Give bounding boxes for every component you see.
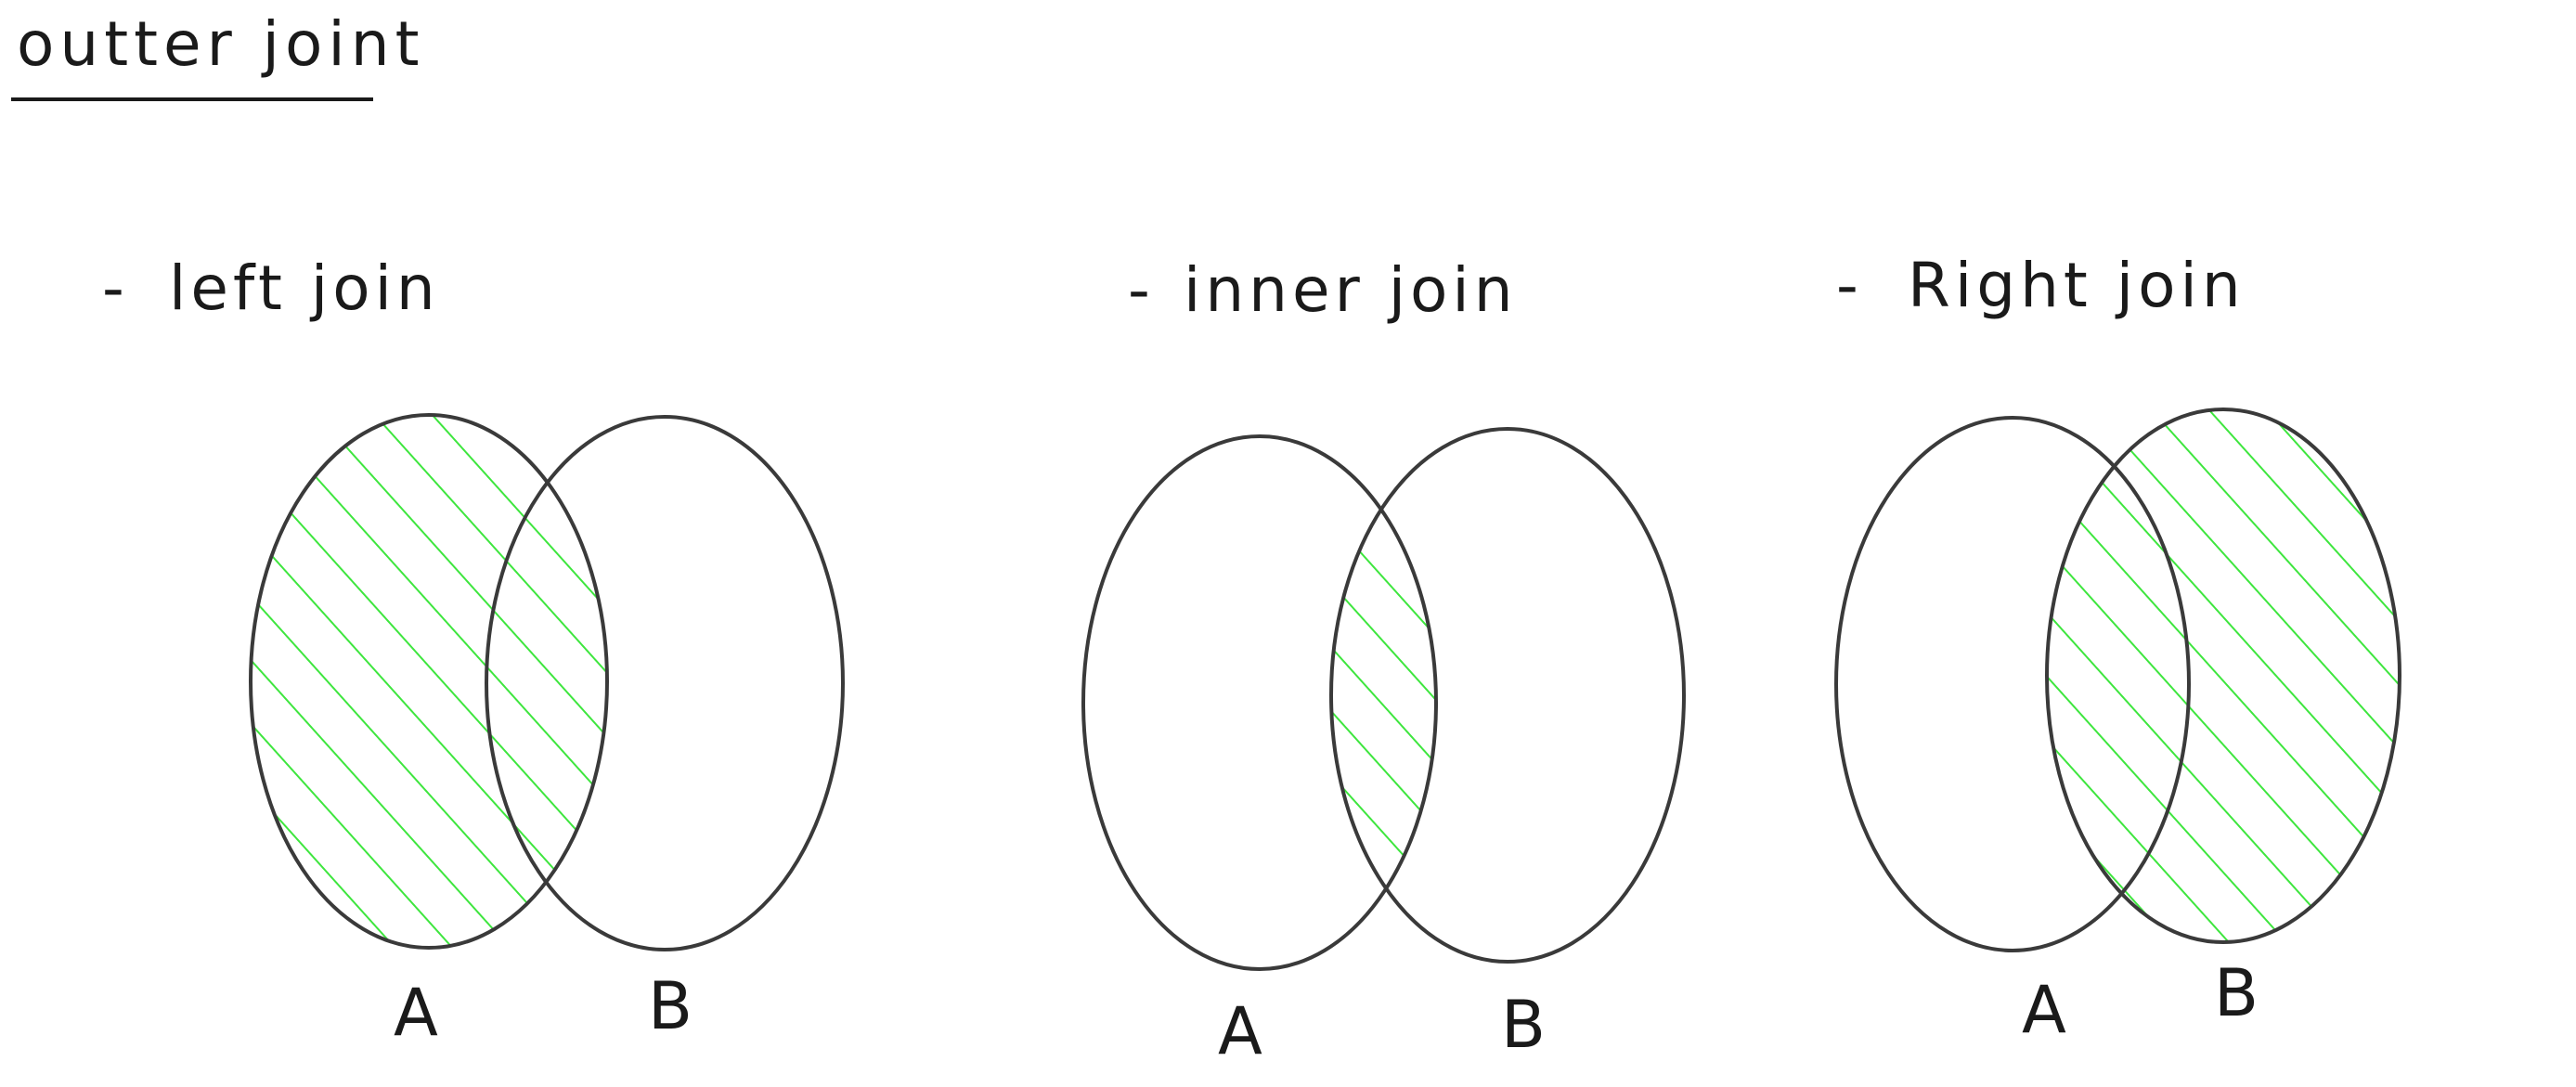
page-title: outter joint [17,8,424,80]
right-join-set-b-circle [2045,408,2401,944]
page-title-group: outter joint [11,8,424,101]
inner-join-set-a-circle [1081,434,1438,971]
right-join-set-a-circle [1834,416,2191,952]
inner-join-set-b-circle [1329,427,1686,964]
left-join-shaded-region [251,415,607,948]
right-join-heading: Right join [1908,250,2246,321]
right-join-label-a: A [2022,972,2066,1048]
inner-join-label-a: A [1218,993,1262,1069]
inner-join-label-b: B [1501,987,1546,1063]
left-join-heading: left join [169,252,440,324]
inner-join-diagram: - inner join A B [1081,254,1686,1069]
right-join-shaded-region [2047,409,2400,942]
left-join-dash: - [102,252,129,324]
left-join-label-b: B [648,968,693,1044]
inner-join-dash: - [1128,254,1155,326]
inner-join-heading: inner join [1184,254,1518,326]
left-join-set-b-circle [485,415,845,951]
left-join-diagram: - left join A B [102,252,845,1051]
right-join-dash: - [1836,250,1863,321]
left-join-label-a: A [394,975,438,1051]
right-join-diagram: - Right join A B [1834,250,2401,1048]
left-join-set-a-circle [249,413,609,950]
right-join-label-b: B [2214,955,2259,1031]
